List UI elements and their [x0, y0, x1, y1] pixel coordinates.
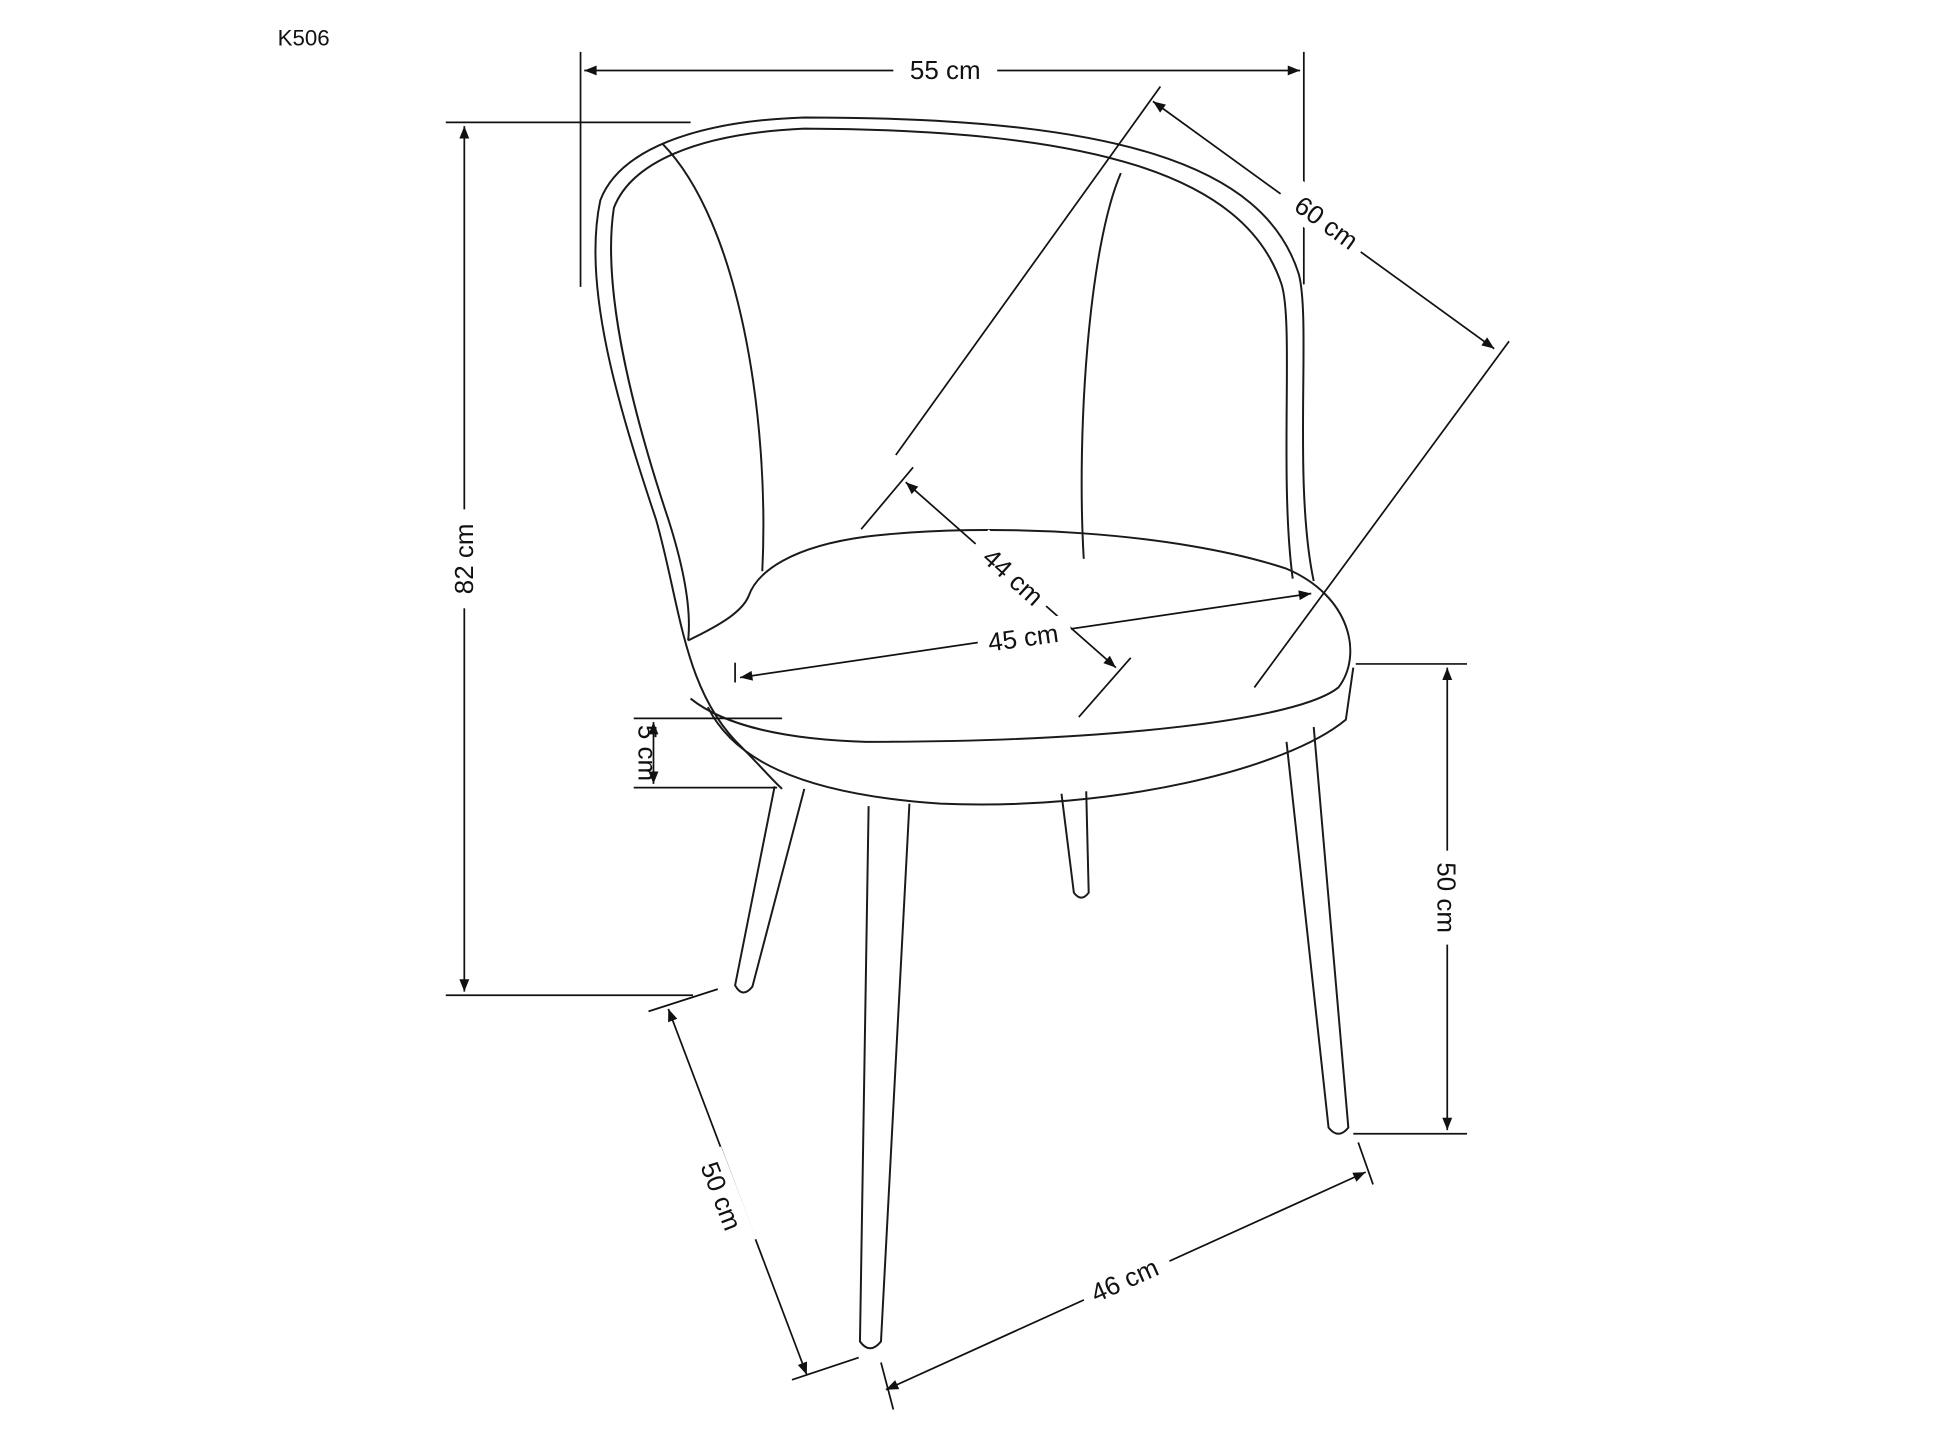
seat-height-label: 50 cm	[1431, 862, 1461, 933]
leg-front-left	[858, 803, 911, 1350]
backrest-seam-right	[1080, 172, 1122, 559]
backrest-outer	[594, 116, 1315, 790]
seat-top	[687, 529, 1352, 743]
dimension-lines: 55 cm 82 cm 60 cm 44 cm 45 cm 5 cm	[445, 51, 1510, 1410]
seat-width-label: 45 cm	[986, 618, 1060, 658]
seat-thickness-label: 5 cm	[633, 725, 663, 781]
seat-bottom	[706, 667, 1355, 806]
leg-back-left	[734, 786, 806, 994]
backrest-seam-left	[661, 142, 765, 572]
model-label: K506	[278, 26, 330, 51]
leg-front-right	[1285, 726, 1350, 1135]
backrest-inner	[610, 127, 1294, 641]
leg-back-right	[1060, 791, 1090, 899]
height-label: 82 cm	[449, 524, 479, 595]
width-label: 55 cm	[910, 55, 981, 85]
